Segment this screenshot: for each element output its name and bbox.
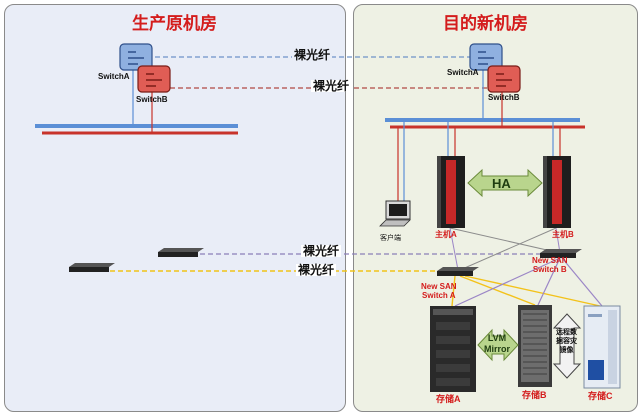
storage-a-label: 存储A xyxy=(436,394,461,404)
storage-a-icon xyxy=(430,306,476,392)
lvm-mirror-label: LVM Mirror xyxy=(484,333,511,354)
fiber-label-3: 裸光纤 xyxy=(301,244,342,258)
fiber-label-1: 裸光纤 xyxy=(292,48,333,62)
storage-b-icon xyxy=(518,305,552,387)
right-site-title: 目的新机房 xyxy=(443,14,528,33)
remote-mirror-arrow xyxy=(552,313,582,379)
client-computer-icon xyxy=(379,200,411,227)
storage-c-icon xyxy=(583,305,621,389)
new-san-switch-a-icon xyxy=(437,267,479,276)
right-switch-a-label: SwitchA xyxy=(447,68,479,77)
left-switch-b-icon xyxy=(137,65,171,93)
storage-c-label: 存储C xyxy=(588,391,613,401)
host-b-icon xyxy=(543,156,571,228)
host-a-label: 主机A xyxy=(435,230,457,239)
left-san-switch-1-icon xyxy=(158,248,204,257)
left-site-panel xyxy=(4,4,346,412)
lvm-mirror-arrow xyxy=(477,328,519,362)
ha-label: HA xyxy=(492,176,511,191)
client-label: 客户端 xyxy=(380,235,401,242)
storage-b-label: 存储B xyxy=(522,390,547,400)
fiber-label-4: 裸光纤 xyxy=(296,263,337,277)
left-switch-a-label: SwitchA xyxy=(98,72,130,81)
left-site-title: 生产原机房 xyxy=(132,14,217,33)
new-san-switch-a-label: New SAN Switch A xyxy=(421,282,457,301)
left-san-switch-2-icon xyxy=(69,263,115,272)
new-san-switch-b-icon xyxy=(540,249,582,258)
fiber-label-2: 裸光纤 xyxy=(311,79,352,93)
right-switch-b-label: SwitchB xyxy=(488,93,520,102)
right-switch-a-icon xyxy=(469,43,503,71)
host-b-label: 主机B xyxy=(552,230,574,239)
left-switch-b-label: SwitchB xyxy=(136,95,168,104)
left-switch-a-icon xyxy=(119,43,153,71)
remote-mirror-label: 远程数 据容灾 镜像 xyxy=(556,329,577,354)
new-san-switch-b-label: New SAN Switch B xyxy=(532,256,568,275)
ha-arrow xyxy=(467,168,543,198)
right-switch-b-icon xyxy=(487,65,521,93)
host-a-icon xyxy=(437,156,465,228)
